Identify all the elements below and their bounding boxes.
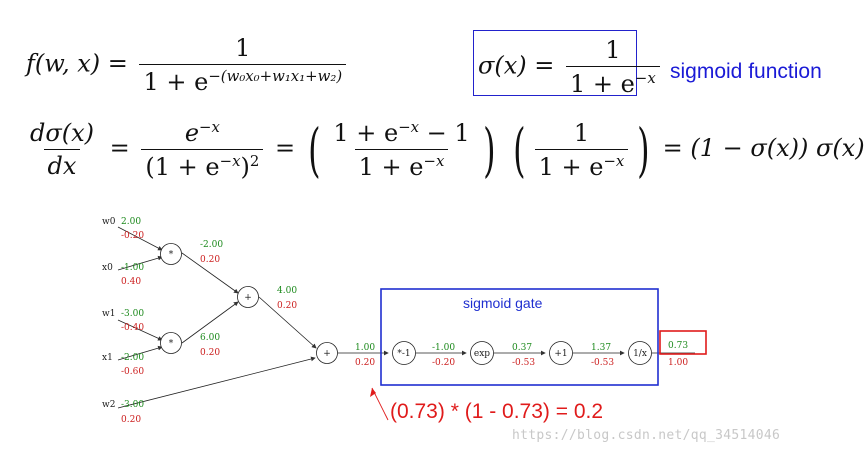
node7-grad: -0.53: [591, 358, 614, 368]
input-name-w1: w1: [102, 309, 115, 319]
f-exponent: −(w₀x₀+w₁x₁+w₂): [208, 67, 343, 85]
svg-text:exp: exp: [474, 349, 490, 359]
equation-derivative: dσ(x) dx = e−x (1 + e−x)2 = ( 1 + e−x − …: [22, 118, 865, 181]
sigmoid-gate-label: sigmoid gate: [463, 295, 543, 311]
deriv-term3-fraction: 1 1 + e−x: [534, 119, 629, 181]
input-value-w1: -3.00: [121, 309, 144, 319]
watermark: https://blog.csdn.net/qq_34514046: [512, 428, 781, 443]
node2-grad: 0.20: [200, 348, 220, 358]
deriv-term2-fraction: 1 + e−x − 1 1 + e−x: [333, 118, 470, 181]
node1-value: -2.00: [200, 240, 223, 250]
sigmoid-gate-box: [380, 288, 659, 386]
svg-text:+: +: [244, 293, 252, 303]
input-grad-x0: 0.40: [121, 277, 141, 287]
deriv-term1-fraction: e−x (1 + e−x)2: [141, 118, 264, 181]
input-name-w2: w2: [102, 400, 115, 410]
node-reciprocal: 1/x: [628, 341, 652, 365]
node-multiply-1: *: [160, 243, 182, 265]
input-grad-w1: -0.40: [121, 323, 144, 333]
input-name-w0: w0: [102, 217, 116, 227]
input-value-w2: -3.00: [121, 400, 144, 410]
sigma-numerator: 1: [605, 36, 621, 64]
node7-value: 1.37: [591, 343, 611, 353]
sigma-definition-box: [473, 30, 637, 96]
f-fraction: 1 1 + e−(w₀x₀+w₁x₁+w₂): [139, 34, 347, 96]
node4-grad: 0.20: [355, 358, 375, 368]
node-add-one: +1: [549, 341, 573, 365]
node-exp: exp: [470, 341, 494, 365]
f-denominator: 1 + e−(w₀x₀+w₁x₁+w₂): [139, 64, 347, 96]
gradient-annotation: (0.73) * (1 - 0.73) = 0.2: [390, 400, 604, 423]
input-grad-w0: -0.20: [121, 231, 144, 241]
input-value-w0: 2.00: [121, 217, 141, 227]
input-grad-x1: -0.60: [121, 367, 144, 377]
equation-sigma: σ(x) = 1 1 + e−x: [478, 36, 664, 98]
deriv-result: (1 − σ(x)) σ(x): [690, 134, 865, 162]
svg-text:*: *: [169, 339, 174, 349]
f-lhs: f(w, x) =: [26, 49, 128, 78]
input-grad-w2: 0.20: [121, 415, 141, 425]
node5-grad: -0.20: [432, 358, 455, 368]
input-value-x1: -2.00: [121, 353, 144, 363]
input-name-x1: x1: [102, 353, 113, 363]
svg-text:*: *: [169, 250, 174, 260]
input-name-x0: x0: [102, 263, 113, 273]
node6-value: 0.37: [512, 343, 532, 353]
node3-value: 4.00: [277, 286, 297, 296]
node-negate: *-1: [392, 341, 416, 365]
input-value-x0: -1.00: [121, 263, 144, 273]
node-add-2: +: [316, 342, 338, 364]
node1-grad: 0.20: [200, 255, 220, 265]
node-multiply-2: *: [160, 332, 182, 354]
sigma-lhs: σ(x) =: [478, 51, 555, 80]
deriv-lhs-fraction: dσ(x) dx: [30, 119, 95, 180]
sigma-fraction: 1 1 + e−x: [566, 36, 660, 98]
node6-grad: -0.53: [512, 358, 535, 368]
output-grad: 1.00: [668, 358, 688, 368]
node4-value: 1.00: [355, 343, 375, 353]
node5-value: -1.00: [432, 343, 455, 353]
f-numerator: 1: [235, 34, 251, 62]
sigmoid-function-label: sigmoid function: [670, 60, 822, 83]
output-box: [659, 330, 707, 355]
output-value: 0.73: [668, 341, 688, 351]
sigma-denominator: 1 + e−x: [566, 66, 660, 98]
svg-text:+1: +1: [554, 349, 567, 359]
svg-text:+: +: [323, 349, 331, 359]
node2-value: 6.00: [200, 333, 220, 343]
node-add-1: +: [237, 286, 259, 308]
svg-text:1/x: 1/x: [633, 349, 647, 359]
equation-f: f(w, x) = 1 1 + e−(w₀x₀+w₁x₁+w₂): [26, 34, 350, 96]
svg-text:*-1: *-1: [397, 349, 410, 359]
node3-grad: 0.20: [277, 301, 297, 311]
